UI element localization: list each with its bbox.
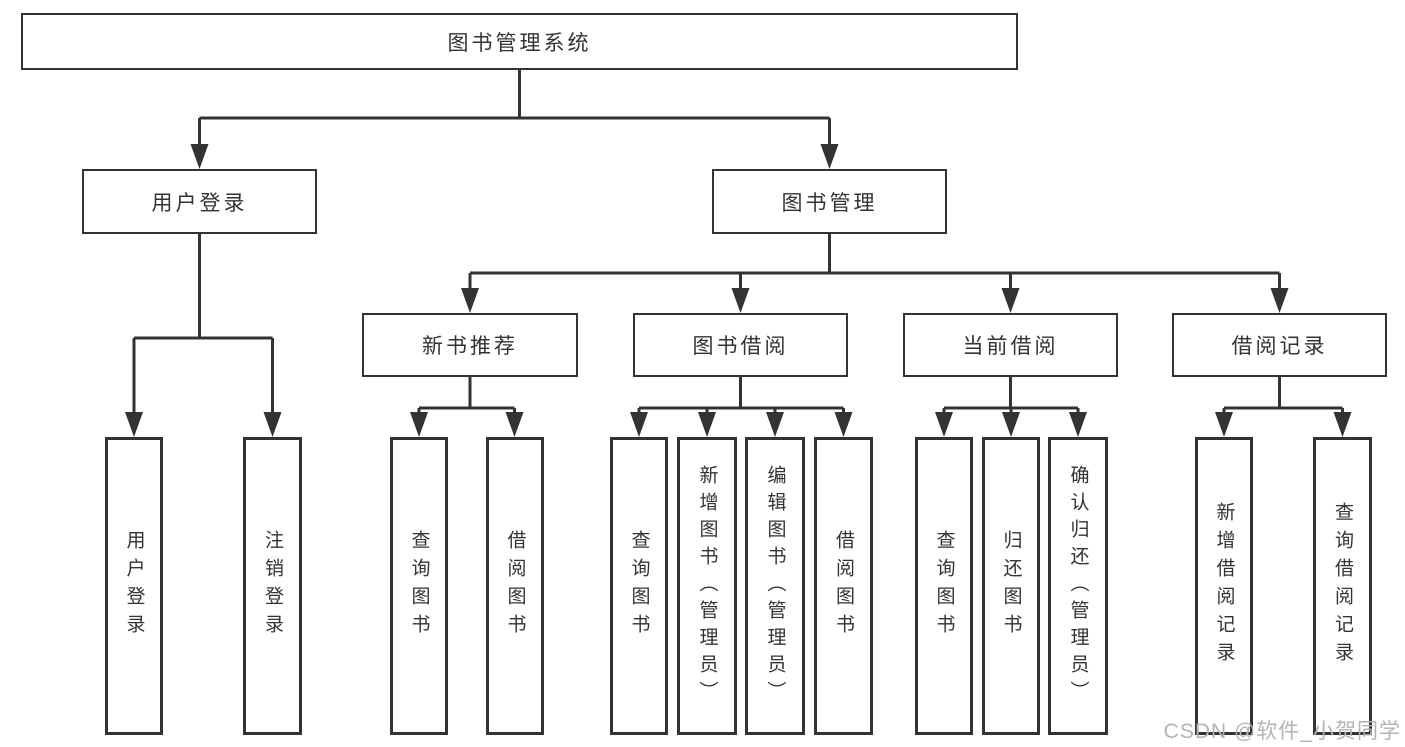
node-label: 当前借阅 — [962, 335, 1059, 358]
node-new-book-recommend: 新书推荐 — [362, 313, 578, 377]
leaf-logout: 注销登录 — [243, 437, 302, 735]
leaf-add-borrow-record: 新增借阅记录 — [1195, 437, 1253, 735]
leaf-edit-books-admin: 编辑图书（管理员） — [745, 437, 805, 735]
leaf-label: 查询图书 — [408, 530, 430, 642]
leaf-label: 新增借阅记录 — [1213, 502, 1235, 670]
node-user-login: 用户登录 — [82, 169, 317, 234]
leaf-query-borrow-record: 查询借阅记录 — [1313, 437, 1372, 735]
leaf-label: 注销登录 — [262, 530, 283, 642]
node-book-management: 图书管理 — [712, 169, 947, 234]
leaf-query-books: 查询图书 — [610, 437, 668, 735]
node-book-borrowing: 图书借阅 — [633, 313, 848, 377]
node-label: 图书管理 — [781, 191, 878, 215]
leaf-query-books: 查询图书 — [390, 437, 448, 735]
node-borrowing-record: 借阅记录 — [1172, 313, 1387, 377]
leaf-label: 查询图书 — [933, 530, 955, 642]
leaf-label: 用户登录 — [123, 530, 145, 642]
leaf-label: 查询图书 — [628, 530, 650, 642]
node-label: 用户登录 — [151, 191, 248, 215]
node-label: 新书推荐 — [422, 335, 518, 358]
leaf-user-login: 用户登录 — [105, 437, 163, 735]
leaf-return-books: 归还图书 — [982, 437, 1040, 735]
leaf-query-books: 查询图书 — [915, 437, 973, 735]
leaf-label: 确认归还（管理员） — [1067, 464, 1089, 708]
leaf-label: 查询借阅记录 — [1332, 502, 1353, 670]
leaf-label: 借阅图书 — [504, 530, 526, 642]
csdn-watermark: CSDN @软件_小贺同学 — [1163, 720, 1401, 743]
leaf-borrow-books: 借阅图书 — [486, 437, 544, 735]
leaf-borrow-books: 借阅图书 — [814, 437, 873, 735]
leaf-label: 编辑图书（管理员） — [764, 464, 786, 708]
leaf-add-books-admin: 新增图书（管理员） — [677, 437, 737, 735]
leaf-label: 借阅图书 — [833, 530, 854, 642]
node-label: 图书管理系统 — [447, 31, 592, 55]
leaf-label: 新增图书（管理员） — [696, 464, 718, 708]
node-library-management-system: 图书管理系统 — [21, 13, 1018, 70]
leaf-label: 归还图书 — [1000, 530, 1022, 642]
node-label: 图书借阅 — [692, 335, 789, 358]
leaf-confirm-return-admin: 确认归还（管理员） — [1048, 437, 1108, 735]
node-current-borrowing: 当前借阅 — [903, 313, 1118, 377]
node-label: 借阅记录 — [1231, 335, 1328, 358]
